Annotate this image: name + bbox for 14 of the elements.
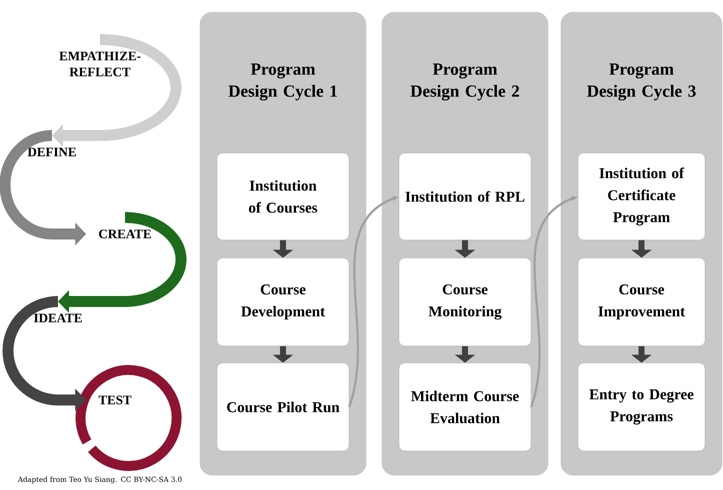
step-box: Course Development [216,258,350,346]
step-box: Institution of Courses [216,152,350,240]
step-box: Entry to Degree Programs [578,362,706,452]
stage-label: IDEATE [34,314,82,322]
stage-label: EMPATHIZE- REFLECT [59,52,140,76]
step-box: Midterm Course Evaluation [398,362,532,452]
step-box: Course Pilot Run [216,362,350,452]
step-box: Institution of RPL [398,152,532,240]
step-box: Institution of Certificate Program [578,152,706,240]
stage-label: CREATE [99,230,151,238]
step-box: Course Monitoring [398,258,532,346]
step-box: Course Improvement [578,258,706,346]
stage-label: DEFINE [28,148,76,156]
stage-label: TEST [98,396,132,404]
